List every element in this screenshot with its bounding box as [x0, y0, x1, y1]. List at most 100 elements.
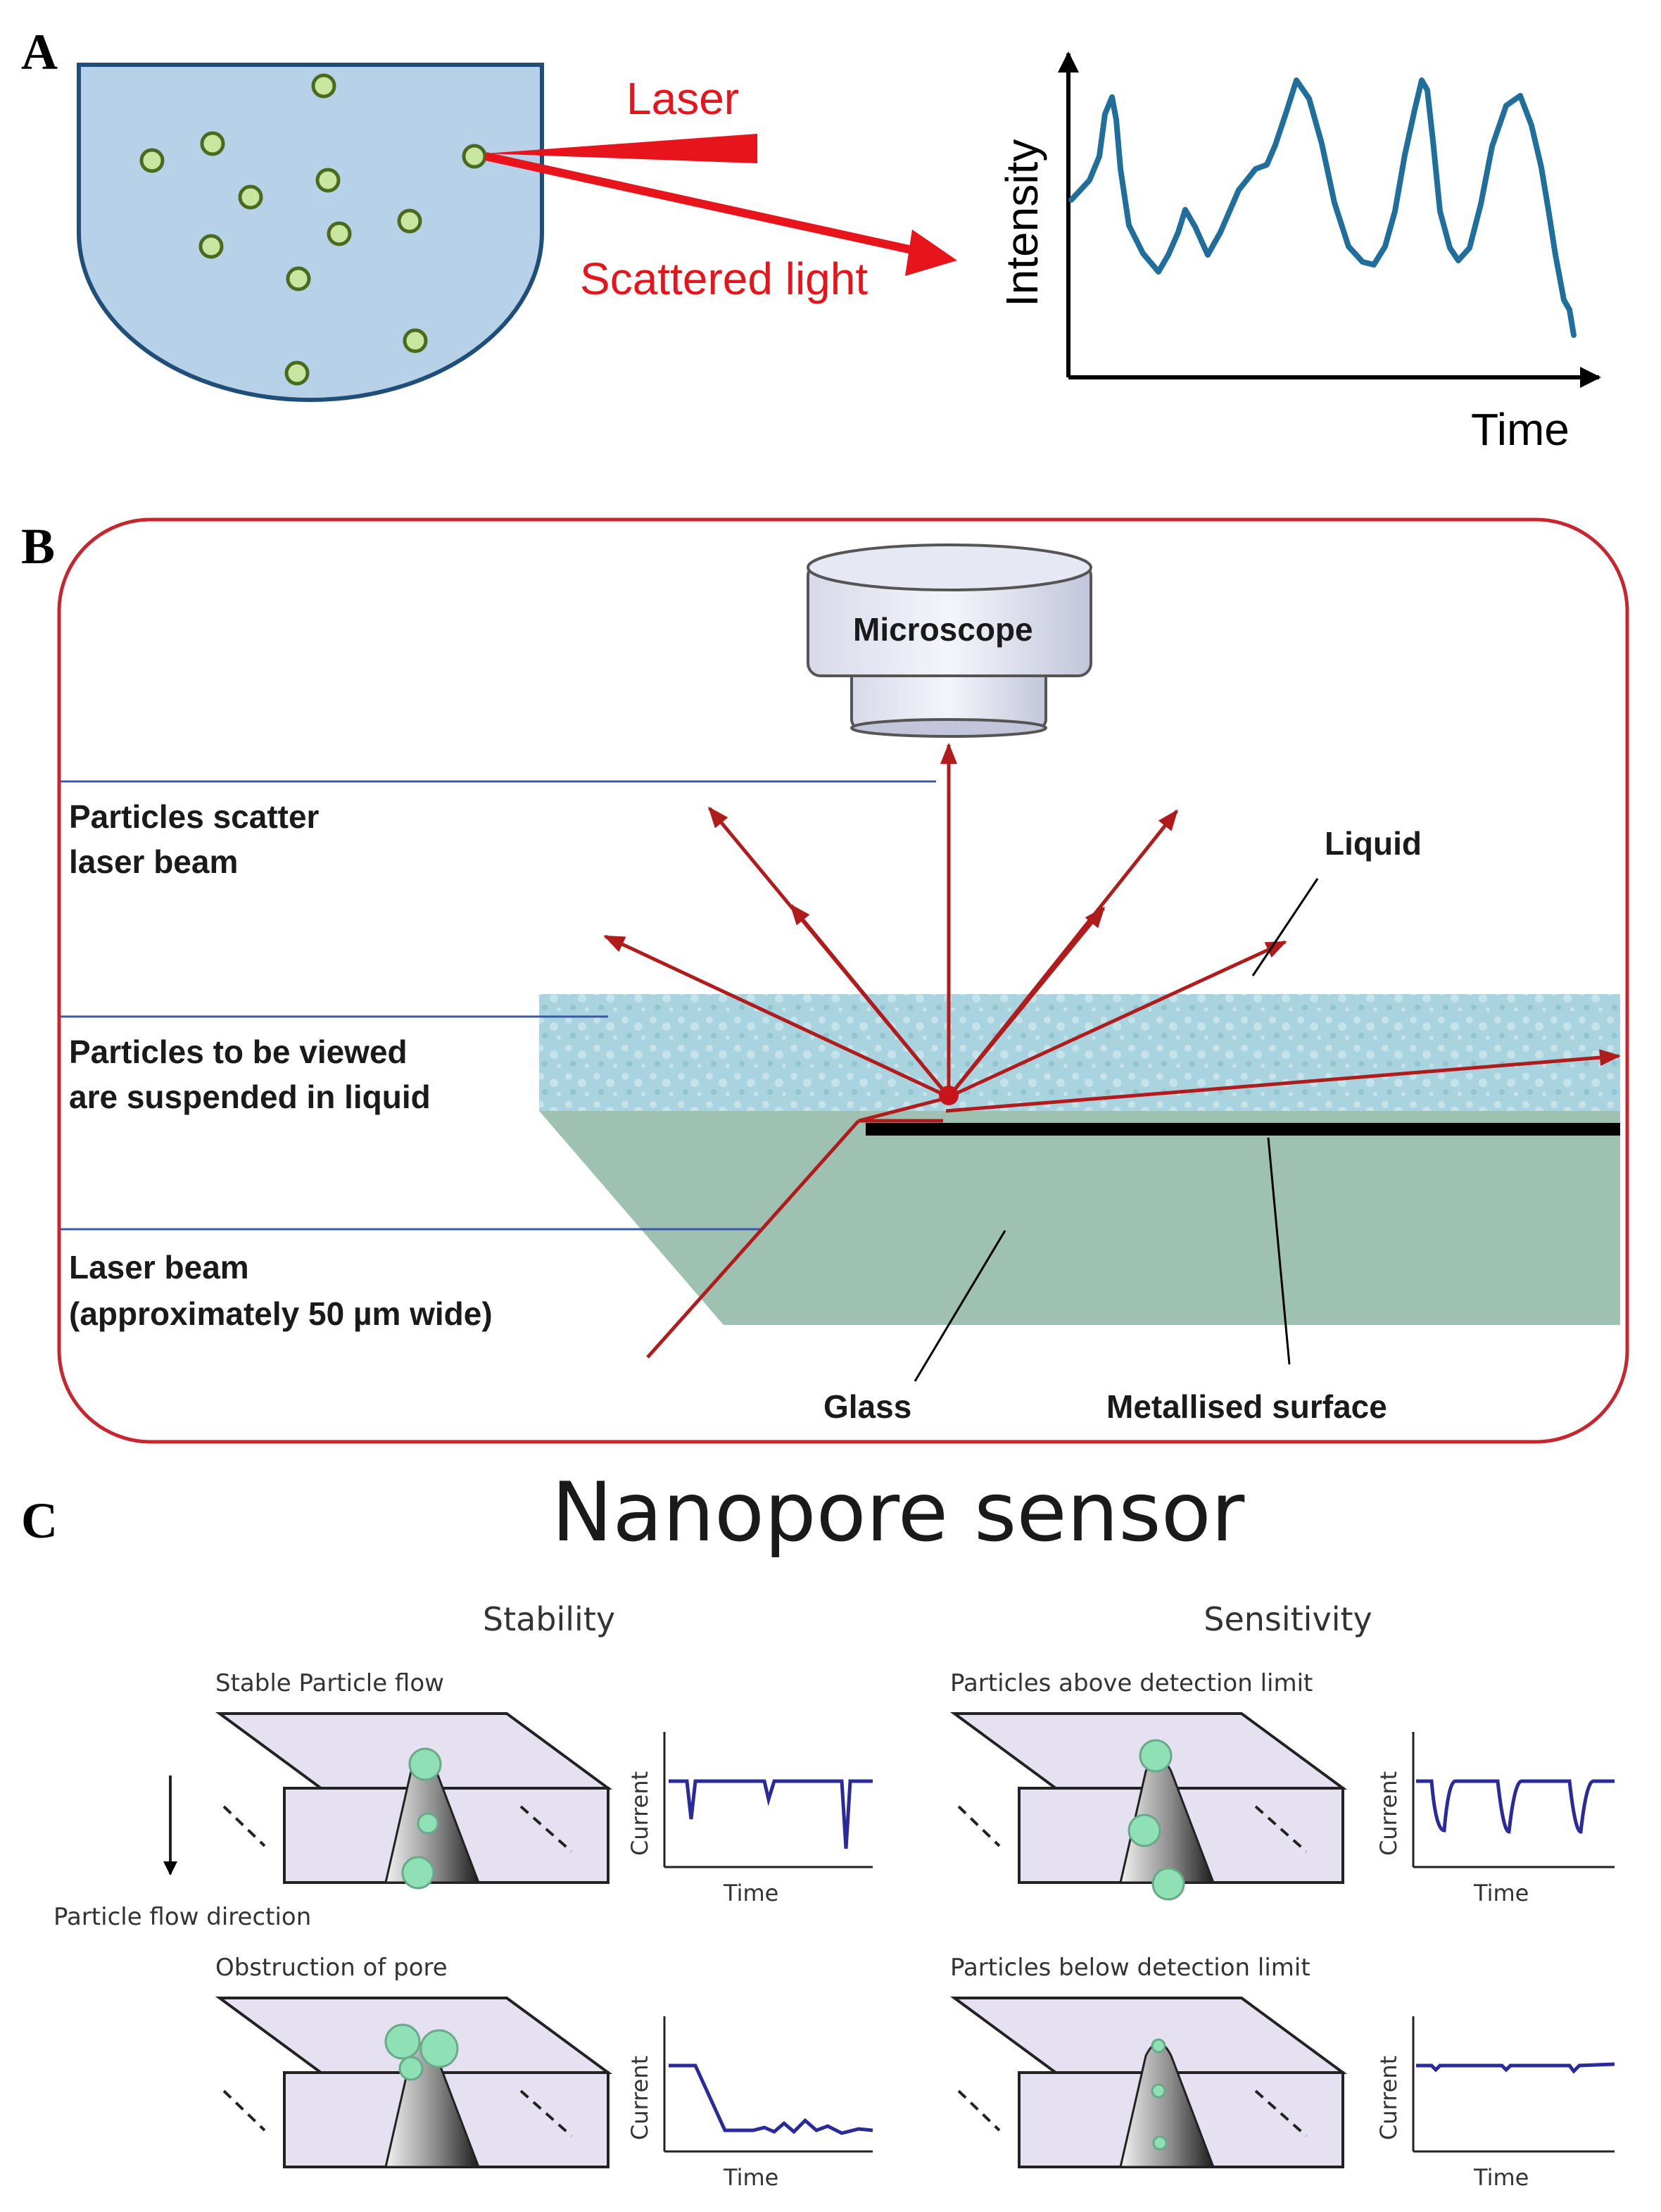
particle [200, 131, 225, 156]
panel-a: A Laser Scattered light Intensity [21, 24, 1601, 455]
liquid-container [77, 63, 544, 402]
current-axis-label: Current [626, 1771, 653, 1856]
microscope-top [807, 543, 1092, 591]
current-axis-label: Current [626, 2056, 653, 2140]
nanopore-title: Nanopore sensor [552, 1465, 1245, 1560]
scattering-particle [939, 1086, 959, 1105]
membrane-edge-dash [1254, 2090, 1308, 2137]
microscope-lens-bottom [850, 718, 1047, 738]
membrane-edge-dash [222, 1805, 266, 1847]
particle [1151, 1867, 1185, 1901]
laser-label: Laser [626, 73, 739, 124]
membrane-edge-dash [519, 2090, 573, 2137]
scatter-label-line1: Particles scatter [69, 798, 320, 835]
suspended-label-line1: Particles to be viewed [69, 1033, 408, 1070]
panel-a-letter: A [21, 24, 58, 80]
laser-beam-path [603, 743, 1621, 1359]
scatter-ray [603, 934, 950, 1099]
glass-substrate [539, 1111, 1620, 1325]
case-caption: Particles above detection limit [950, 1669, 1313, 1697]
particle [286, 266, 311, 291]
particle [417, 1812, 439, 1835]
case-above-detection-limit: Particles above detection limit Current … [949, 1669, 1615, 1906]
suspended-label-line2: are suspended in liquid [69, 1079, 431, 1115]
time-axis-label: Time [1471, 404, 1570, 455]
incident-beam [646, 1119, 860, 1359]
case-obstruction: Obstruction of pore Current Time [215, 1954, 873, 2191]
liquid-label: Liquid [1325, 825, 1422, 862]
particle [408, 1747, 442, 1781]
particle [462, 144, 487, 169]
scatter-ray [947, 906, 1105, 1098]
particle [139, 148, 165, 173]
particle [403, 328, 428, 353]
current-trace [669, 2063, 873, 2135]
label-pointers [914, 878, 1319, 1382]
particle [1151, 2038, 1166, 2054]
glass-label: Glass [823, 1388, 911, 1425]
panel-b-letter: B [21, 518, 55, 574]
current-trace [1416, 1779, 1615, 1834]
particle [327, 221, 352, 246]
current-trace [1416, 2062, 1615, 2074]
particle [1151, 2083, 1166, 2099]
time-axis-label: Time [1473, 2164, 1529, 2191]
particle [311, 73, 336, 99]
intensity-time-plot [1058, 51, 1601, 388]
particle [419, 2029, 459, 2068]
particle [1128, 1814, 1161, 1847]
particle [284, 360, 310, 386]
membrane-edge-dash [1254, 1805, 1308, 1853]
panel-c: C Nanopore sensor Stability Sensitivity … [21, 1465, 1615, 2191]
membrane-edge-dash [957, 1805, 1001, 1847]
case-caption: Stable Particle flow [215, 1669, 444, 1697]
transmitted-beam [945, 1049, 1621, 1113]
metallised-surface-label: Metallised surface [1106, 1388, 1387, 1425]
case-below-detection-limit: Particles below detection limit Current … [949, 1954, 1615, 2191]
membrane-edge-dash [222, 2090, 266, 2132]
scatter-label-line2: laser beam [69, 843, 238, 880]
incident-beam-to-particle [858, 1096, 947, 1123]
laser-beam [486, 134, 757, 163]
panel-b: B Microscope [21, 517, 1629, 1444]
particle [1139, 1739, 1173, 1773]
case-caption: Particles below detection limit [950, 1954, 1311, 1982]
glass-pointer [914, 1230, 1006, 1382]
membrane-edge-dash [957, 2090, 1001, 2132]
leader-lines [61, 780, 936, 1231]
particle [401, 1856, 435, 1890]
beam-label-line2: (approximately 50 µm wide) [69, 1295, 493, 1332]
flow-direction-label: Particle flow direction [53, 1903, 311, 1931]
case-caption: Obstruction of pore [215, 1954, 448, 1982]
scatter-ray [790, 903, 950, 1098]
suspended-particles [139, 73, 487, 386]
sensitivity-heading: Sensitivity [1204, 1600, 1372, 1638]
intensity-trace [1068, 77, 1577, 338]
current-axis-label: Current [1375, 2056, 1402, 2140]
metal-pointer [1267, 1137, 1291, 1365]
current-trace [669, 1779, 873, 1849]
particle [198, 234, 224, 259]
particle [384, 2023, 421, 2060]
case-stable-flow: Stable Particle flow Current Time [215, 1669, 873, 1906]
current-axis-label: Current [1375, 1771, 1402, 1856]
liquid-layer [539, 994, 1620, 1111]
scattered-light-ray [484, 152, 916, 255]
membrane-edge-dash [519, 1805, 573, 1853]
particle [397, 208, 422, 234]
time-axis-label: Time [723, 1880, 778, 1906]
particle [398, 2056, 424, 2081]
scattered-light-label: Scattered light [580, 253, 868, 304]
microscope: Microscope [807, 543, 1092, 738]
time-axis-label: Time [723, 2164, 778, 2191]
beam-label-line1: Laser beam [69, 1249, 249, 1286]
liquid-pointer [1251, 878, 1319, 976]
scatter-ray [947, 940, 1287, 1099]
time-axis-label: Time [1473, 1880, 1529, 1906]
particle [1152, 2135, 1168, 2151]
particle [315, 168, 341, 193]
intensity-axis-label: Intensity [997, 139, 1047, 307]
scattered-light-arrowhead [905, 230, 957, 276]
panel-c-letter: C [21, 1493, 58, 1549]
